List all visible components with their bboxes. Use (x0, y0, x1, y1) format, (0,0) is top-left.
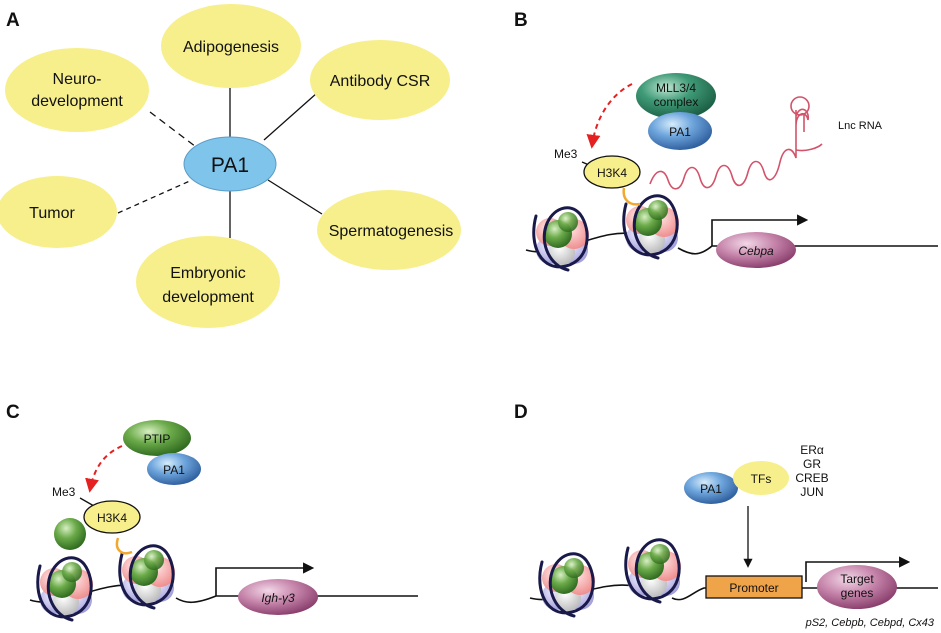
panel-b-methylation-arrow (586, 83, 633, 149)
panel-d-nucleosome-1 (538, 552, 597, 618)
svg-text:Neuro-: Neuro- (53, 71, 102, 88)
svg-text:development: development (162, 289, 254, 306)
panel-c-tss-arrow (215, 562, 315, 596)
panel-c-letter: C (6, 402, 20, 423)
svg-text:Igh-γ3: Igh-γ3 (261, 591, 295, 605)
node-tumor: Tumor (0, 176, 117, 248)
panel-d-footnote: pS2, Cebpb, Cebpd, Cx43 (805, 617, 935, 629)
svg-text:H3K4: H3K4 (597, 166, 627, 180)
panel-b-lnc-rna (649, 108, 823, 190)
panel-d-tfs: TFs (733, 461, 789, 495)
panel-b-rna-hairpin (790, 96, 810, 116)
svg-text:PA1: PA1 (700, 482, 722, 496)
panel-d-letter: D (514, 402, 528, 423)
panel-c-histone-tail (115, 537, 133, 555)
svg-text:Promoter: Promoter (729, 581, 778, 595)
panel-b-histone-tail (622, 187, 641, 206)
panel-c: C Igh-γ3 Me3 H3K4 PTIP PA1 (6, 402, 418, 622)
svg-text:TFs: TFs (751, 472, 772, 486)
panel-a-letter: A (6, 10, 20, 31)
panel-a: A Adipogenesis Antibody CSR Neuro- devel… (0, 4, 461, 328)
panel-d-nucleosome-2 (624, 538, 683, 604)
panel-c-nucleosome-2 (118, 544, 177, 610)
tf-creb: CREB (795, 471, 828, 485)
panel-c-me3: Me3 (52, 485, 76, 499)
svg-text:PTIP: PTIP (144, 432, 171, 446)
panel-b: B Cebpa Me3 H3K4 MLL3/4 complex PA1 (514, 10, 938, 272)
panel-d: D Promoter Target genes PA1 TFs ERα GR C… (514, 402, 938, 629)
node-spermatogenesis: Spermatogenesis (317, 190, 461, 270)
svg-text:complex: complex (654, 95, 699, 109)
tf-gr: GR (803, 457, 821, 471)
panel-b-gene-cebpa: Cebpa (716, 232, 796, 268)
panel-b-pa1: PA1 (648, 112, 712, 150)
svg-text:H3K4: H3K4 (97, 511, 127, 525)
node-embryonic-development: Embryonic development (136, 236, 280, 328)
panel-c-green-bead (54, 518, 86, 550)
svg-text:PA1: PA1 (163, 463, 185, 477)
panel-b-me3: Me3 (554, 147, 578, 161)
svg-text:Spermatogenesis: Spermatogenesis (329, 223, 454, 240)
svg-text:Adipogenesis: Adipogenesis (183, 39, 279, 56)
panel-b-tss-arrow (711, 214, 809, 246)
panel-d-promoter: Promoter (705, 575, 803, 599)
panel-c-methylation-arrow (85, 445, 123, 493)
panel-c-h3k4: H3K4 (83, 500, 141, 534)
panel-b-mll-complex: MLL3/4 complex (636, 73, 716, 119)
panel-c-ptip: PTIP (123, 420, 191, 456)
svg-text:development: development (31, 93, 123, 110)
node-pa1-center: PA1 (183, 136, 277, 192)
panel-c-me3-line (79, 497, 95, 507)
panel-d-tss-arrow (805, 556, 911, 582)
panel-c-gene-igh: Igh-γ3 (238, 579, 318, 615)
svg-text:Target: Target (840, 572, 874, 586)
panel-d-tf-list: ERα GR CREB JUN (795, 443, 828, 499)
panel-b-nucleosome-1 (532, 206, 591, 272)
svg-text:MLL3/4: MLL3/4 (656, 81, 696, 95)
panel-b-h3k4: H3K4 (583, 155, 641, 189)
node-neurodevelopment: Neuro- development (5, 48, 149, 132)
tf-era: ERα (800, 443, 824, 457)
node-adipogenesis: Adipogenesis (161, 4, 301, 88)
tf-jun: JUN (800, 485, 823, 499)
svg-text:PA1: PA1 (211, 154, 249, 177)
panel-b-lnc-label: Lnc RNA (838, 120, 883, 132)
svg-text:Antibody CSR: Antibody CSR (330, 73, 431, 90)
node-antibody-csr: Antibody CSR (310, 40, 450, 120)
svg-text:Cebpa: Cebpa (738, 244, 774, 258)
svg-text:Tumor: Tumor (29, 205, 75, 222)
panel-d-pa1: PA1 (684, 472, 738, 504)
panel-d-target-genes: Target genes (817, 565, 897, 609)
panel-a-connectors (117, 86, 323, 238)
svg-text:PA1: PA1 (669, 125, 691, 139)
panel-c-nucleosome-1 (36, 556, 95, 622)
panel-b-letter: B (514, 10, 528, 31)
panel-c-pa1: PA1 (147, 453, 201, 485)
svg-text:genes: genes (841, 586, 874, 600)
svg-text:Embryonic: Embryonic (170, 265, 246, 282)
